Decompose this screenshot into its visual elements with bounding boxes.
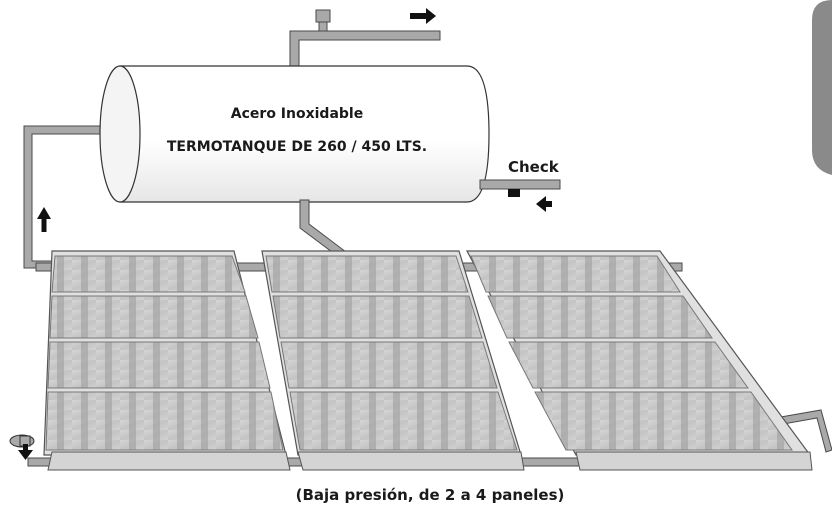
water-tank: Acero Inoxidable TERMOTANQUE DE 260 / 45… [99, 65, 490, 203]
return-pipe [23, 125, 111, 269]
tank-title-label: TERMOTANQUE DE 260 / 450 LTS. [167, 139, 427, 155]
tank-material-label: Acero Inoxidable [231, 106, 363, 122]
side-tab [812, 0, 832, 175]
arrow-up-icon [37, 207, 51, 232]
tank-end-cap [99, 65, 141, 203]
solar-panel [43, 250, 291, 471]
drain-valve-icon [9, 434, 35, 448]
valve-icon [315, 9, 331, 32]
check-label: Check [508, 158, 560, 176]
solar-panel [465, 250, 813, 471]
solar-panel [261, 250, 525, 471]
feed-pipe [299, 199, 347, 259]
cold-water-inlet-pipe [479, 179, 561, 190]
arrow-right-icon [410, 8, 436, 24]
arrow-left-icon [536, 196, 552, 212]
check-valve-icon [508, 189, 520, 197]
diagram-caption: (Baja presión, de 2 a 4 paneles) [296, 486, 565, 504]
arrow-down-icon [18, 444, 33, 460]
